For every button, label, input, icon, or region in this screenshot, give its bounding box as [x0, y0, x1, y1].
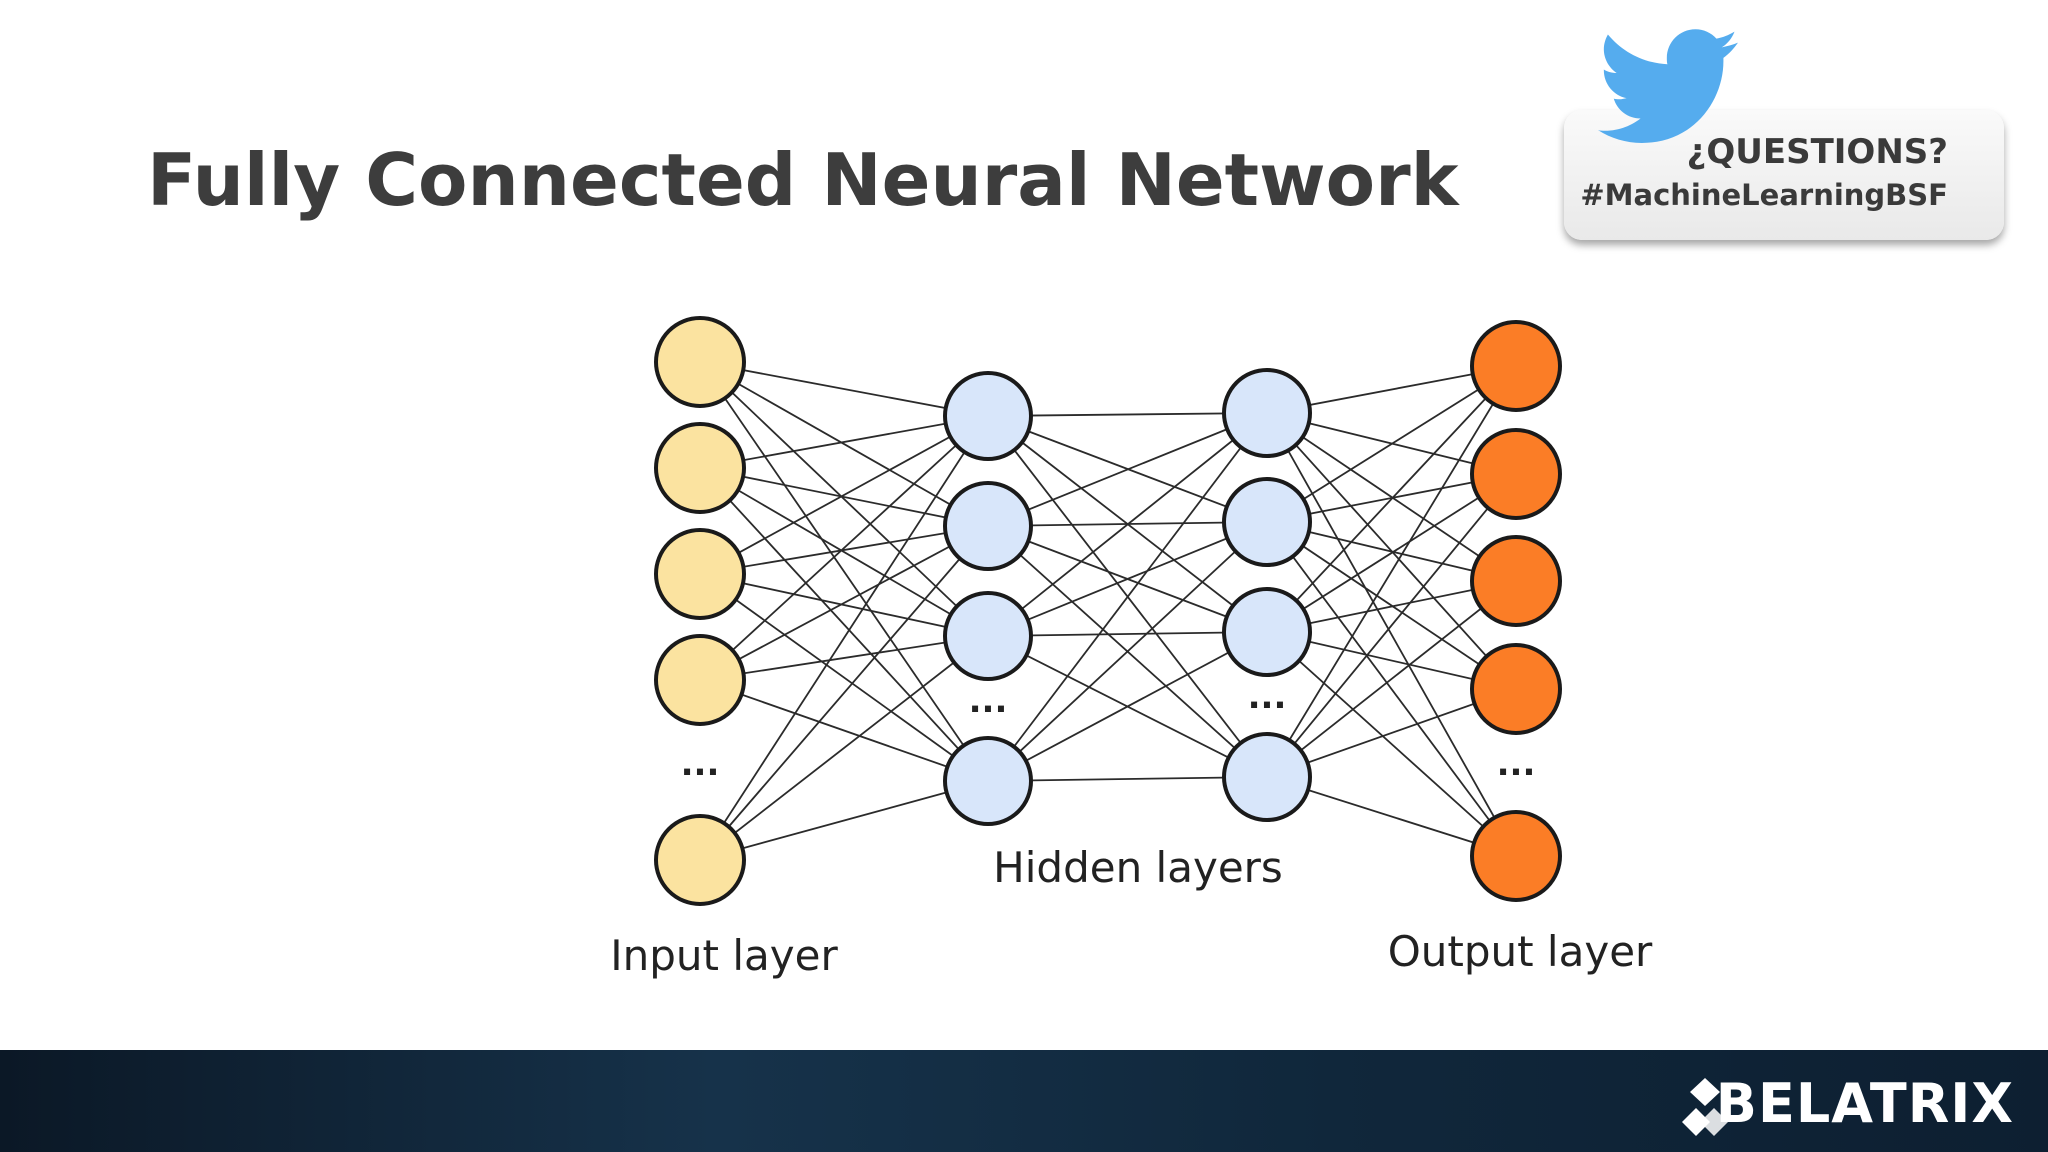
- input-node-5: [654, 814, 746, 906]
- hidden-2-node-3: [1222, 587, 1312, 677]
- connection-input-1-to-hidden-1-2: [699, 361, 989, 527]
- connection-input-1-to-hidden-1-1: [699, 361, 989, 417]
- connection-input-3-to-hidden-1-1: [699, 415, 989, 575]
- twitter-bird-icon: [1598, 29, 1738, 143]
- hidden-2-node-2: [1222, 477, 1312, 567]
- connection-hidden-1-4-to-hidden-2-1: [987, 412, 1268, 782]
- hidden-2-ellipsis: ...: [1248, 677, 1287, 717]
- connection-hidden-1-4-to-hidden-2-4: [987, 776, 1268, 782]
- connection-hidden-2-2-to-output-5: [1266, 521, 1517, 857]
- connection-input-1-to-hidden-1-4: [699, 361, 989, 782]
- output-node-4: [1470, 643, 1562, 735]
- hidden-1-node-3: [943, 591, 1033, 681]
- connection-input-2-to-hidden-1-2: [699, 467, 989, 527]
- network-nodes: [654, 316, 1562, 906]
- hidden-layers-label: Hidden layers: [993, 843, 1283, 892]
- connection-input-1-to-hidden-1-3: [699, 361, 989, 637]
- input-node-4: [654, 634, 746, 726]
- connection-input-4-to-hidden-1-2: [699, 525, 989, 681]
- output-node-1: [1470, 320, 1562, 412]
- connection-input-5-to-hidden-1-1: [699, 415, 989, 861]
- hidden-1-node-1: [943, 371, 1033, 461]
- connection-hidden-2-3-to-output-2: [1266, 473, 1517, 633]
- connection-hidden-1-1-to-hidden-2-1: [987, 412, 1268, 417]
- connection-input-4-to-hidden-1-3: [699, 635, 989, 681]
- hidden-1-node-4: [943, 736, 1033, 826]
- connection-input-5-to-hidden-1-2: [699, 525, 989, 861]
- hidden-2-node-4: [1222, 732, 1312, 822]
- connection-input-2-to-hidden-1-1: [699, 415, 989, 469]
- input-layer-label: Input layer: [610, 931, 838, 980]
- connection-hidden-1-2-to-hidden-2-1: [987, 412, 1268, 527]
- connection-hidden-1-3-to-hidden-2-2: [987, 521, 1268, 637]
- hashtag-text: #MachineLearningBSF: [1580, 178, 1948, 212]
- brand-logo-icon: [1682, 1078, 1728, 1136]
- output-node-3: [1470, 535, 1562, 627]
- connection-hidden-2-4-to-output-1: [1266, 365, 1517, 778]
- connection-lines: [699, 361, 1517, 861]
- connection-hidden-2-3-to-output-1: [1266, 365, 1517, 633]
- connection-input-2-to-hidden-1-4: [699, 467, 989, 782]
- connection-input-4-to-hidden-1-4: [699, 679, 989, 782]
- hidden-1-node-2: [943, 481, 1033, 571]
- output-node-2: [1470, 428, 1562, 520]
- input-node-2: [654, 422, 746, 514]
- connection-hidden-2-3-to-output-5: [1266, 631, 1517, 857]
- connection-hidden-1-3-to-hidden-2-3: [987, 631, 1268, 637]
- connection-input-4-to-hidden-1-1: [699, 415, 989, 681]
- connection-hidden-2-1-to-output-3: [1266, 412, 1517, 582]
- connection-hidden-1-4-to-hidden-2-2: [987, 521, 1268, 782]
- connection-hidden-1-4-to-hidden-2-3: [987, 631, 1268, 782]
- connection-input-3-to-hidden-1-3: [699, 573, 989, 637]
- questions-text: ¿QUESTIONS?: [1686, 132, 1948, 172]
- brand-logo-text: BELATRIX: [1715, 1072, 2014, 1135]
- connection-hidden-2-2-to-output-1: [1266, 365, 1517, 523]
- connection-hidden-2-1-to-output-5: [1266, 412, 1517, 857]
- connection-hidden-2-4-to-output-2: [1266, 473, 1517, 778]
- output-ellipsis: ...: [1497, 744, 1536, 784]
- input-node-3: [654, 528, 746, 620]
- input-node-1: [654, 316, 746, 408]
- output-node-5: [1470, 810, 1562, 902]
- connection-hidden-2-2-to-output-4: [1266, 521, 1517, 690]
- connection-input-5-to-hidden-1-3: [699, 635, 989, 861]
- connection-input-3-to-hidden-1-2: [699, 525, 989, 575]
- connection-input-3-to-hidden-1-4: [699, 573, 989, 782]
- hidden-2-node-1: [1222, 368, 1312, 458]
- output-layer-label: Output layer: [1388, 927, 1653, 976]
- connection-hidden-2-4-to-output-3: [1266, 580, 1517, 778]
- connection-input-2-to-hidden-1-3: [699, 467, 989, 637]
- input-ellipsis: ...: [681, 744, 720, 784]
- footer-bar: BELATRIX: [0, 1050, 2048, 1152]
- hidden-1-ellipsis: ...: [969, 681, 1008, 721]
- connection-input-5-to-hidden-1-4: [699, 780, 989, 861]
- slide-title: Fully Connected Neural Network: [147, 138, 1459, 222]
- connection-hidden-1-3-to-hidden-2-1: [987, 412, 1268, 637]
